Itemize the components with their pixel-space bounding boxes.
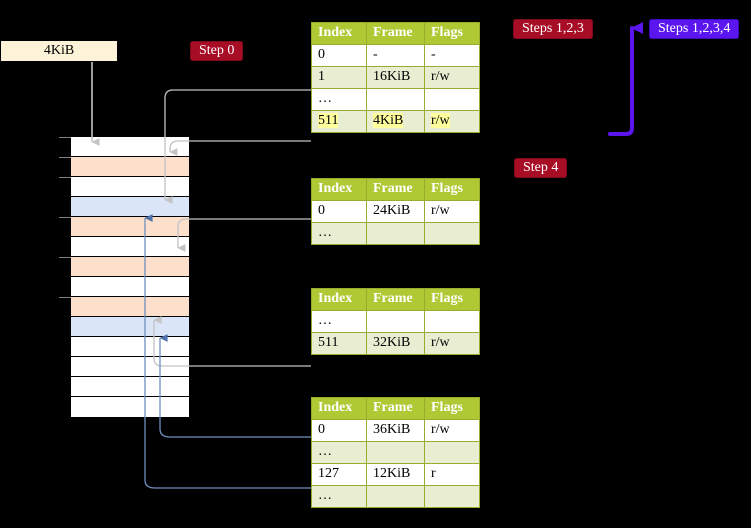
memory-frame-row xyxy=(71,357,189,377)
cell-flags: r/w xyxy=(424,110,480,133)
column-header-index: Index xyxy=(311,22,367,45)
memory-frame-row xyxy=(59,177,189,197)
memory-frame-row xyxy=(71,197,189,217)
kib-frame-label: 4KiB xyxy=(43,43,75,58)
connector-pdpt-24kib xyxy=(177,218,311,252)
cell-index: … xyxy=(311,310,367,333)
cell-frame: 16KiB xyxy=(366,66,425,89)
kib-frame-box: 4KiB xyxy=(0,40,118,62)
cell-frame: - xyxy=(366,44,425,67)
column-header-frame: Frame xyxy=(366,22,425,45)
cell-frame xyxy=(366,441,425,464)
column-header-flags: Flags xyxy=(424,22,480,45)
memory-row-tick xyxy=(59,177,71,178)
memory-frame-row xyxy=(59,257,189,277)
column-header-flags: Flags xyxy=(424,288,480,311)
memory-frame-row xyxy=(71,237,189,257)
memory-row-tick xyxy=(59,137,71,138)
table-row: 0-- xyxy=(311,44,480,67)
column-header-frame: Frame xyxy=(366,397,425,420)
cell-index: 0 xyxy=(311,200,367,223)
cell-flags xyxy=(424,485,480,508)
cell-frame: 24KiB xyxy=(366,200,425,223)
table-row: … xyxy=(311,485,480,508)
memory-row-tick xyxy=(59,297,71,298)
cell-frame: 12KiB xyxy=(366,463,425,486)
steps-bracket-arrow xyxy=(608,22,643,136)
cell-frame xyxy=(366,88,425,111)
cell-flags: r xyxy=(424,463,480,486)
cell-flags xyxy=(424,222,480,245)
table-row: … xyxy=(311,88,480,111)
memory-frame-row xyxy=(59,137,189,157)
cell-index: 0 xyxy=(311,419,367,442)
cell-frame xyxy=(366,310,425,333)
column-header-index: Index xyxy=(311,178,367,201)
badge-step-0-label: Step 0 xyxy=(199,43,235,58)
cell-flags xyxy=(424,441,480,464)
cell-flags xyxy=(424,310,480,333)
column-header-frame: Frame xyxy=(366,288,425,311)
memory-row-tick xyxy=(59,257,71,258)
badge-steps-1-2-3: Steps 1,2,3 xyxy=(513,19,593,39)
cell-flags xyxy=(424,88,480,111)
memory-frame-row xyxy=(59,297,189,317)
memory-frame-row xyxy=(71,277,189,297)
cell-index: … xyxy=(311,88,367,111)
column-header-flags: Flags xyxy=(424,178,480,201)
table-row: … xyxy=(311,222,480,245)
cell-index: 127 xyxy=(311,463,367,486)
cell-frame: 4KiB xyxy=(366,110,425,133)
cell-flags: r/w xyxy=(424,332,480,355)
column-header-index: Index xyxy=(311,288,367,311)
badge-step-0: Step 0 xyxy=(190,41,244,61)
connector-pml4-4kib xyxy=(169,140,311,156)
cell-index: 0 xyxy=(311,44,367,67)
cell-index: … xyxy=(311,441,367,464)
cell-flags: r/w xyxy=(424,419,480,442)
physical-memory-grid xyxy=(59,136,190,417)
cell-index: 1 xyxy=(311,66,367,89)
memory-row-tick xyxy=(59,217,71,218)
cell-flags: r/w xyxy=(424,66,480,89)
memory-frame-row xyxy=(71,397,189,417)
memory-frame-row xyxy=(71,377,189,397)
table-row: … xyxy=(311,310,480,333)
cell-frame xyxy=(366,485,425,508)
memory-row-tick xyxy=(59,157,71,158)
memory-frame-row xyxy=(71,337,189,357)
badge-step-4-label: Step 4 xyxy=(523,160,559,175)
table-row: … xyxy=(311,441,480,464)
memory-frame-row xyxy=(59,157,189,177)
badge-step-4: Step 4 xyxy=(514,158,568,178)
cell-index: … xyxy=(311,222,367,245)
cell-flags: - xyxy=(424,44,480,67)
cell-index: … xyxy=(311,485,367,508)
cell-flags: r/w xyxy=(424,200,480,223)
cell-frame: 32KiB xyxy=(366,332,425,355)
column-header-frame: Frame xyxy=(366,178,425,201)
memory-frame-row xyxy=(59,217,189,237)
memory-frame-row xyxy=(71,317,189,337)
cell-index: 511 xyxy=(311,332,367,355)
column-header-flags: Flags xyxy=(424,397,480,420)
badge-steps-1-2-3-4-label: Steps 1,2,3,4 xyxy=(658,21,731,36)
column-header-index: Index xyxy=(311,397,367,420)
badge-steps-1-2-3-4: Steps 1,2,3,4 xyxy=(649,19,740,39)
badge-steps-1-2-3-label: Steps 1,2,3 xyxy=(522,21,584,36)
cell-frame: 36KiB xyxy=(366,419,425,442)
cell-index: 511 xyxy=(311,110,367,133)
cell-frame xyxy=(366,222,425,245)
